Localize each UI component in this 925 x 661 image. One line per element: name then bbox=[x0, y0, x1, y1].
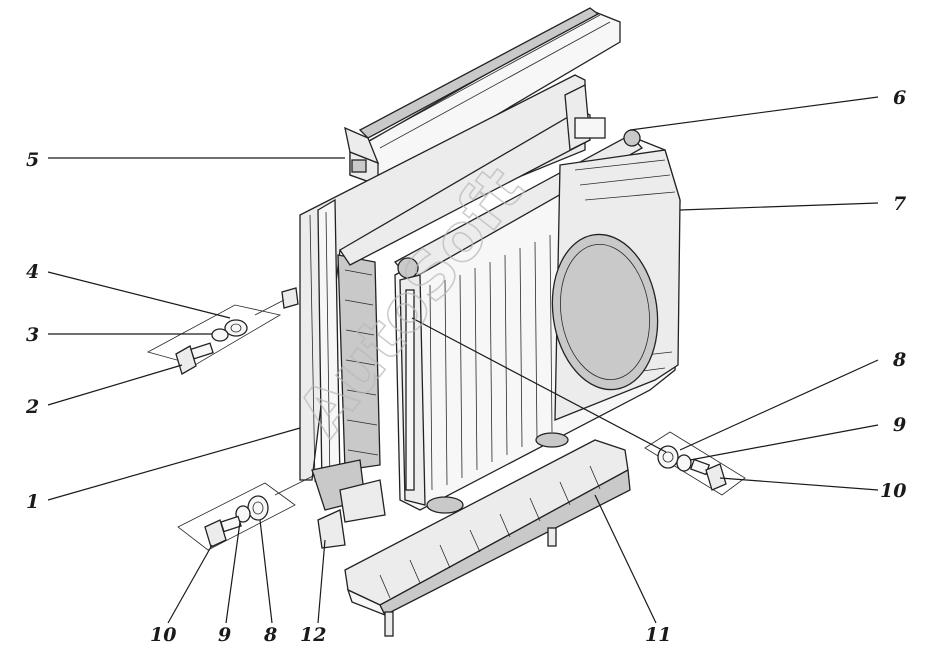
radiator-core-part bbox=[393, 129, 681, 514]
callout-9-right: 9 bbox=[893, 414, 906, 436]
callout-8-right: 8 bbox=[892, 349, 906, 371]
callout-10-bottom: 10 bbox=[150, 624, 176, 646]
fastener-group-left-upper bbox=[146, 287, 299, 375]
fastener-group-left-lower bbox=[177, 474, 316, 551]
callout-6: 6 bbox=[893, 87, 906, 109]
callout-4: 4 bbox=[26, 261, 39, 283]
callout-3: 3 bbox=[26, 324, 39, 346]
callout-1: 1 bbox=[26, 491, 39, 513]
rear-frame-part bbox=[299, 74, 606, 549]
callout-7: 7 bbox=[893, 193, 906, 215]
callout-12: 12 bbox=[300, 624, 326, 646]
callout-11: 11 bbox=[645, 624, 671, 646]
leader-lines bbox=[47, 96, 879, 624]
rear-panel-hatching bbox=[344, 269, 379, 456]
callout-2: 2 bbox=[25, 396, 39, 418]
fastener-group-right bbox=[644, 431, 746, 496]
radiator-fins bbox=[429, 234, 553, 491]
callout-5: 5 bbox=[26, 149, 39, 171]
top-cowl-part bbox=[344, 7, 621, 186]
callout-9-bottom: 9 bbox=[218, 624, 231, 646]
bottom-tray-part bbox=[344, 439, 631, 637]
callout-10-right: 10 bbox=[880, 480, 906, 502]
tray-ribs bbox=[379, 465, 601, 599]
callout-8-bottom: 8 bbox=[263, 624, 277, 646]
